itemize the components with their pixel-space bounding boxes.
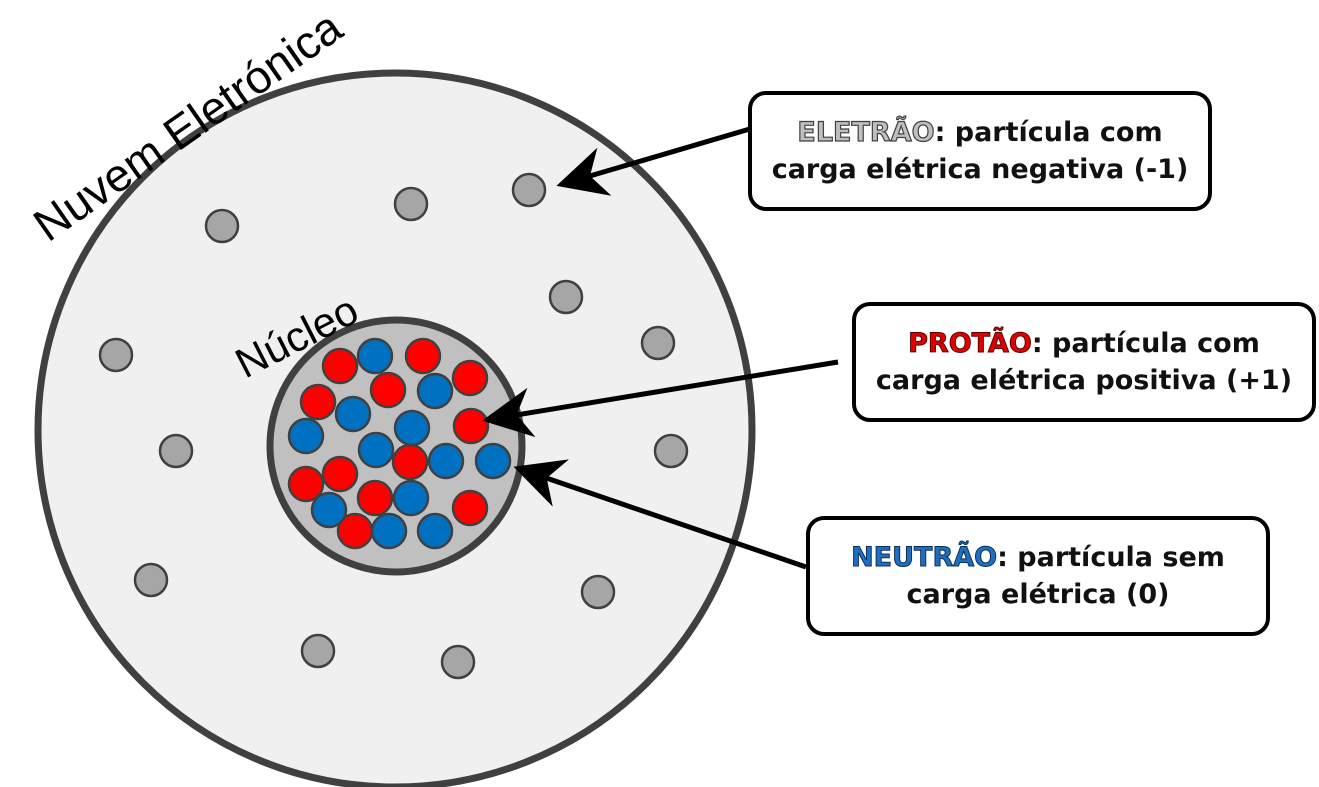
proton-dot (299, 383, 337, 421)
electron-dot (300, 633, 336, 669)
proton-dot (452, 407, 490, 445)
electron-callout-line1: ELETRÃO: partícula com (797, 114, 1163, 151)
proton-callout-line1: PROTÃO: partícula com (908, 325, 1260, 362)
proton-line1-rest: : partícula com (1031, 328, 1260, 359)
electron-callout: ELETRÃO: partícula com carga elétrica ne… (748, 91, 1212, 211)
neutron-callout-line1: NEUTRÃO: partícula sem (851, 539, 1225, 576)
neutron-dot (416, 372, 454, 410)
neutron-dot (427, 442, 465, 480)
electron-line1-rest: : partícula com (934, 117, 1163, 148)
electron-dot (580, 574, 616, 610)
neutron-dot (474, 442, 512, 480)
electron-dot (653, 433, 689, 469)
neutron-arrow (513, 459, 807, 570)
proton-dot (391, 443, 429, 481)
proton-callout: PROTÃO: partícula com carga elétrica pos… (852, 302, 1316, 422)
neutron-callout-line2: carga elétrica (0) (906, 579, 1170, 610)
neutron-dot (357, 431, 395, 469)
proton-dot (356, 479, 394, 517)
electron-dot (640, 325, 676, 361)
electron-dot (440, 644, 476, 680)
neutron-dot (287, 417, 325, 455)
neutron-dot (356, 337, 394, 375)
electron-dot (98, 337, 134, 373)
electron-dot (158, 433, 194, 469)
proton-dot (287, 465, 325, 503)
proton-dot (321, 347, 359, 385)
proton-arrow (482, 359, 839, 438)
proton-term: PROTÃO (908, 328, 1033, 360)
neutron-term: NEUTRÃO (851, 542, 998, 574)
electron-dot (204, 208, 240, 244)
neutron-dot (310, 491, 348, 529)
electron-dot (393, 186, 429, 222)
proton-dot (451, 359, 489, 397)
proton-dot (321, 455, 359, 493)
electron-term: ELETRÃO (797, 116, 935, 148)
neutron-dot (393, 409, 431, 447)
proton-dot (404, 337, 442, 375)
neutron-dot (392, 479, 430, 517)
proton-dot (369, 371, 407, 409)
electron-dot (548, 279, 584, 315)
neutron-dot (370, 512, 408, 550)
neutron-dot (416, 512, 454, 550)
electrons (98, 172, 689, 680)
proton-dot (451, 489, 489, 527)
neutron-dot (334, 395, 372, 433)
neutron-line1-rest: : partícula sem (997, 542, 1225, 573)
electron-dot (511, 172, 547, 208)
proton-callout-line2: carga elétrica positiva (+1) (875, 365, 1293, 396)
electron-dot (133, 562, 169, 598)
neutron-callout: NEUTRÃO: partícula sem carga elétrica (0… (806, 516, 1270, 636)
electron-arrow (556, 123, 761, 196)
nucleons (287, 337, 512, 550)
electron-callout-line2: carga elétrica negativa (-1) (771, 154, 1189, 185)
